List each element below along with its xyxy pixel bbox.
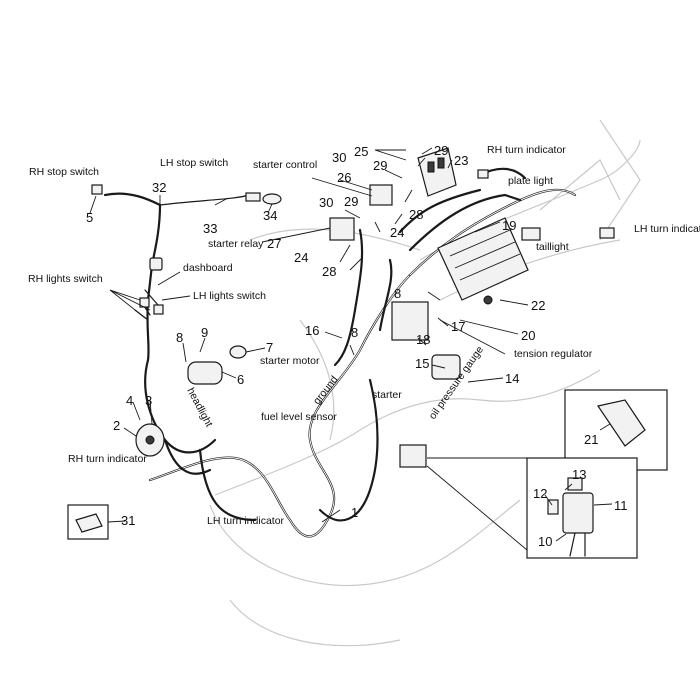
callout-5: 5 (86, 210, 93, 225)
callout-29c: 29 (344, 194, 358, 209)
callout-23: 23 (454, 153, 468, 168)
callout-32: 32 (152, 180, 166, 195)
callout-29b: 29 (373, 158, 387, 173)
callout-19: 19 (502, 218, 516, 233)
horn-center (145, 435, 155, 445)
callout-10: 10 (538, 534, 552, 549)
main-harness (148, 167, 577, 538)
label-plate-light: plate light (508, 175, 553, 187)
callout-1: 1 (351, 505, 358, 520)
label-lh-turn-indicator-rear: LH turn indicator (634, 223, 700, 235)
callout-11: 11 (614, 498, 628, 513)
callout-15: 15 (415, 356, 429, 371)
starter-motor-end (229, 345, 247, 359)
taillight-part (521, 227, 541, 241)
label-tension-regulator: tension regulator (514, 348, 593, 360)
label-ground: ground (311, 374, 341, 407)
callout-13: 13 (572, 467, 586, 482)
callout-8c: 8 (394, 286, 401, 301)
callout-3: 3 (145, 393, 152, 408)
fuse (427, 161, 435, 173)
rh-indicator-part (477, 169, 489, 179)
callout-24a: 24 (390, 225, 404, 240)
inset-10-13 (426, 457, 638, 559)
part-34 (262, 193, 282, 205)
fuse-box (417, 147, 457, 197)
starter-motor-part (187, 361, 223, 385)
callout-16: 16 (305, 323, 319, 338)
lh-indicator-part (599, 227, 615, 239)
connector (153, 304, 164, 315)
label-starter: starter (372, 389, 402, 401)
ignition-coil (431, 354, 461, 380)
callout-4: 4 (126, 393, 133, 408)
label-rh-turn-indicator-front: RH turn indicator (68, 453, 147, 465)
callout-28b: 28 (409, 207, 423, 222)
callout-27: 27 (267, 236, 281, 251)
inset-21 (564, 389, 668, 471)
label-starter-control: starter control (253, 159, 317, 171)
callout-9: 9 (201, 325, 208, 340)
callout-8a: 8 (176, 330, 183, 345)
label-rh-turn-indicator-rear: RH turn indicator (487, 144, 566, 156)
label-rh-lights-switch: RH lights switch (28, 273, 103, 285)
battery-terminal (483, 295, 493, 305)
callout-31: 31 (121, 513, 135, 528)
connector (149, 257, 163, 271)
tension-regulator-part (391, 301, 429, 341)
callout-12: 12 (533, 486, 547, 501)
callout-14: 14 (505, 371, 519, 386)
label-headlight: headlight (184, 386, 215, 429)
label-taillight: taillight (536, 241, 569, 253)
callout-8b: 8 (351, 325, 358, 340)
callout-22: 22 (531, 298, 545, 313)
starter-relay-part (329, 217, 355, 241)
callout-33: 33 (203, 221, 217, 236)
callout-30a: 30 (332, 150, 346, 165)
callout-17: 17 (451, 319, 465, 334)
components (91, 147, 615, 468)
label-starter-motor: starter motor (260, 355, 320, 367)
callout-24b: 24 (294, 250, 308, 265)
callout-18: 18 (416, 332, 430, 347)
leader-lines (89, 147, 613, 542)
callout-34: 34 (263, 208, 277, 223)
label-lh-turn-indicator-front: LH turn indicator (207, 515, 285, 527)
label-lh-lights-switch: LH lights switch (193, 290, 266, 302)
inset-31 (67, 504, 109, 540)
label-fuel-level-sensor: fuel level sensor (261, 411, 337, 423)
rh-stop-switch-part (91, 184, 103, 195)
label-rh-stop-switch: RH stop switch (29, 166, 99, 178)
callout-29a: 29 (434, 143, 448, 158)
callout-30b: 30 (319, 195, 333, 210)
callout-21: 21 (584, 432, 598, 447)
label-starter-relay: starter relay (208, 238, 264, 250)
callout-28a: 28 (322, 264, 336, 279)
callout-7: 7 (266, 340, 273, 355)
callout-6: 6 (237, 372, 244, 387)
callout-20: 20 (521, 328, 535, 343)
label-dashboard: dashboard (183, 262, 233, 274)
fuse (437, 157, 445, 169)
starter-control-relay (369, 184, 393, 206)
callout-26: 26 (337, 170, 351, 185)
handlebar-harness (103, 192, 257, 522)
callout-25: 25 (354, 144, 368, 159)
part-33 (245, 192, 261, 202)
callout-2: 2 (113, 418, 120, 433)
callout-numbers: 1 2 3 4 5 6 7 8 8 8 9 10 11 12 13 14 15 … (86, 143, 628, 549)
connector-block (399, 444, 427, 468)
label-lh-stop-switch: LH stop switch (160, 157, 228, 169)
